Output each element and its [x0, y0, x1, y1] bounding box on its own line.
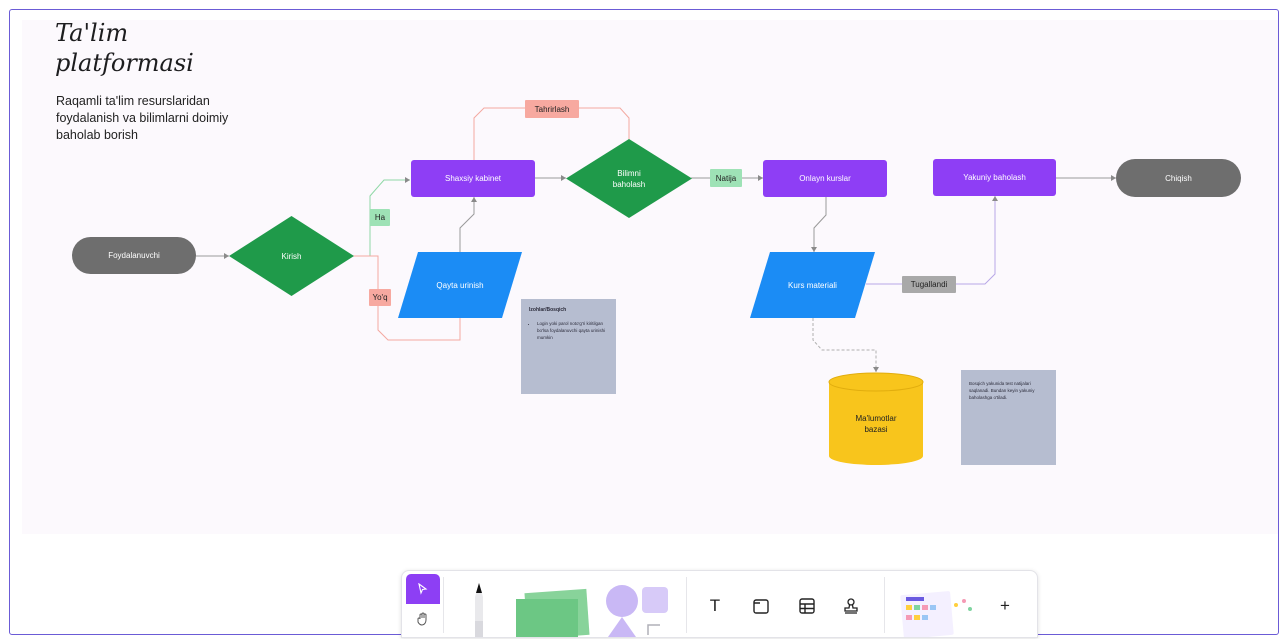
arrowhead: [224, 253, 229, 259]
sticky-note-1[interactable]: Izohlar/Bosqich Login yoki parol noto'g'…: [521, 299, 616, 394]
edge-login-retry: [353, 255, 461, 341]
arrowhead: [873, 367, 879, 372]
cylinder-shape: [828, 372, 924, 465]
shapes-tool[interactable]: [604, 583, 672, 637]
templates-tool[interactable]: [898, 587, 978, 637]
text-icon: T: [709, 596, 721, 615]
io-label: Qayta urinish: [436, 280, 484, 290]
text-tool[interactable]: T: [702, 593, 728, 619]
decision-label: Kirish: [281, 251, 302, 261]
node-chiqish[interactable]: Chiqish: [1116, 159, 1241, 197]
edge-material-final: [866, 196, 996, 285]
toolbar-separator: [884, 577, 885, 633]
hand-tool[interactable]: [406, 604, 440, 634]
node-malumotlar-bazasi[interactable]: Ma'lumotlar bazasi: [828, 372, 924, 466]
node-foydalanuvchi[interactable]: Foydalanuvchi: [72, 237, 196, 274]
select-tool[interactable]: [406, 574, 440, 604]
edge-material-db: [812, 318, 877, 372]
io-label: Kurs materiali: [788, 280, 837, 290]
decision-label: Bilimni baholash: [612, 168, 646, 189]
edge-label-tahrirlash: Tahrirlash: [525, 100, 579, 118]
cursor-icon: [418, 583, 428, 595]
toolbar-separator: [443, 577, 444, 633]
arrowhead: [471, 197, 477, 202]
parallelogram-shape: [398, 252, 522, 318]
frame-tool[interactable]: [748, 593, 774, 619]
edge-label-tugallandi: Tugallandi: [902, 276, 956, 293]
note-text: Bosqich yakunida test natijalari saqlana…: [969, 381, 1035, 400]
node-kurs-materiali[interactable]: Kurs materiali: [750, 252, 875, 318]
whiteboard-canvas[interactable]: [22, 20, 1278, 534]
diamond-shape: [229, 216, 354, 296]
bottom-toolbar: T: [401, 570, 1038, 638]
node-kirish[interactable]: Kirish: [229, 216, 354, 296]
canvas-frame: [9, 9, 1279, 635]
node-shaxsiy-kabinet[interactable]: Shaxsiy kabinet: [411, 160, 535, 197]
edge-label-natija: Natija: [710, 169, 742, 187]
table-icon: [799, 598, 815, 614]
node-bilimni-baholash[interactable]: Bilimni baholash: [566, 139, 692, 218]
parallelogram-shape: [750, 252, 875, 318]
edge-label-yoq: Yo'q: [369, 289, 391, 306]
edge-retry-cabinet: [459, 197, 475, 252]
pen-icon: [475, 583, 483, 637]
stamp-icon: [844, 598, 858, 614]
diagram-title: Ta'lim platformasi: [55, 19, 194, 77]
toolbar-separator: [686, 577, 687, 633]
stamp-tool[interactable]: [838, 593, 864, 619]
edge-label-ha: Ha: [370, 209, 390, 226]
database-label: Ma'lumotlar bazasi: [855, 414, 897, 434]
arrowhead: [758, 175, 763, 181]
sticky-note-tool[interactable]: [512, 585, 594, 637]
diagram-subtitle: Raqamli ta'lim resurslaridan foydalanish…: [56, 94, 229, 142]
hand-icon: [417, 612, 427, 626]
arrowhead: [561, 175, 566, 181]
plus-icon: +: [1000, 596, 1010, 615]
frame-icon: [753, 599, 769, 614]
node-yakuniy-baholash[interactable]: Yakuniy baholash: [933, 159, 1056, 196]
edge-courses-material: [813, 197, 827, 252]
pen-tool[interactable]: [464, 581, 494, 637]
note-title: Izohlar/Bosqich: [529, 307, 567, 313]
table-tool[interactable]: [794, 593, 820, 619]
shapes-icon: [606, 585, 668, 637]
arrowhead: [405, 177, 410, 183]
diamond-shape: [566, 139, 692, 218]
arrowhead: [811, 247, 817, 252]
sticky-notes-icon: [516, 588, 590, 637]
add-tool[interactable]: +: [992, 593, 1018, 619]
note-text: Login yoki parol noto'g'ri kiritilgan bo…: [537, 320, 608, 341]
arrowhead: [1111, 175, 1116, 181]
node-qayta-urinish[interactable]: Qayta urinish: [398, 252, 522, 318]
node-onlayn-kurslar[interactable]: Onlayn kurslar: [763, 160, 887, 197]
arrowhead: [992, 196, 998, 201]
templates-icon: [900, 591, 972, 637]
sticky-note-2[interactable]: Bosqich yakunida test natijalari saqlana…: [961, 370, 1056, 465]
